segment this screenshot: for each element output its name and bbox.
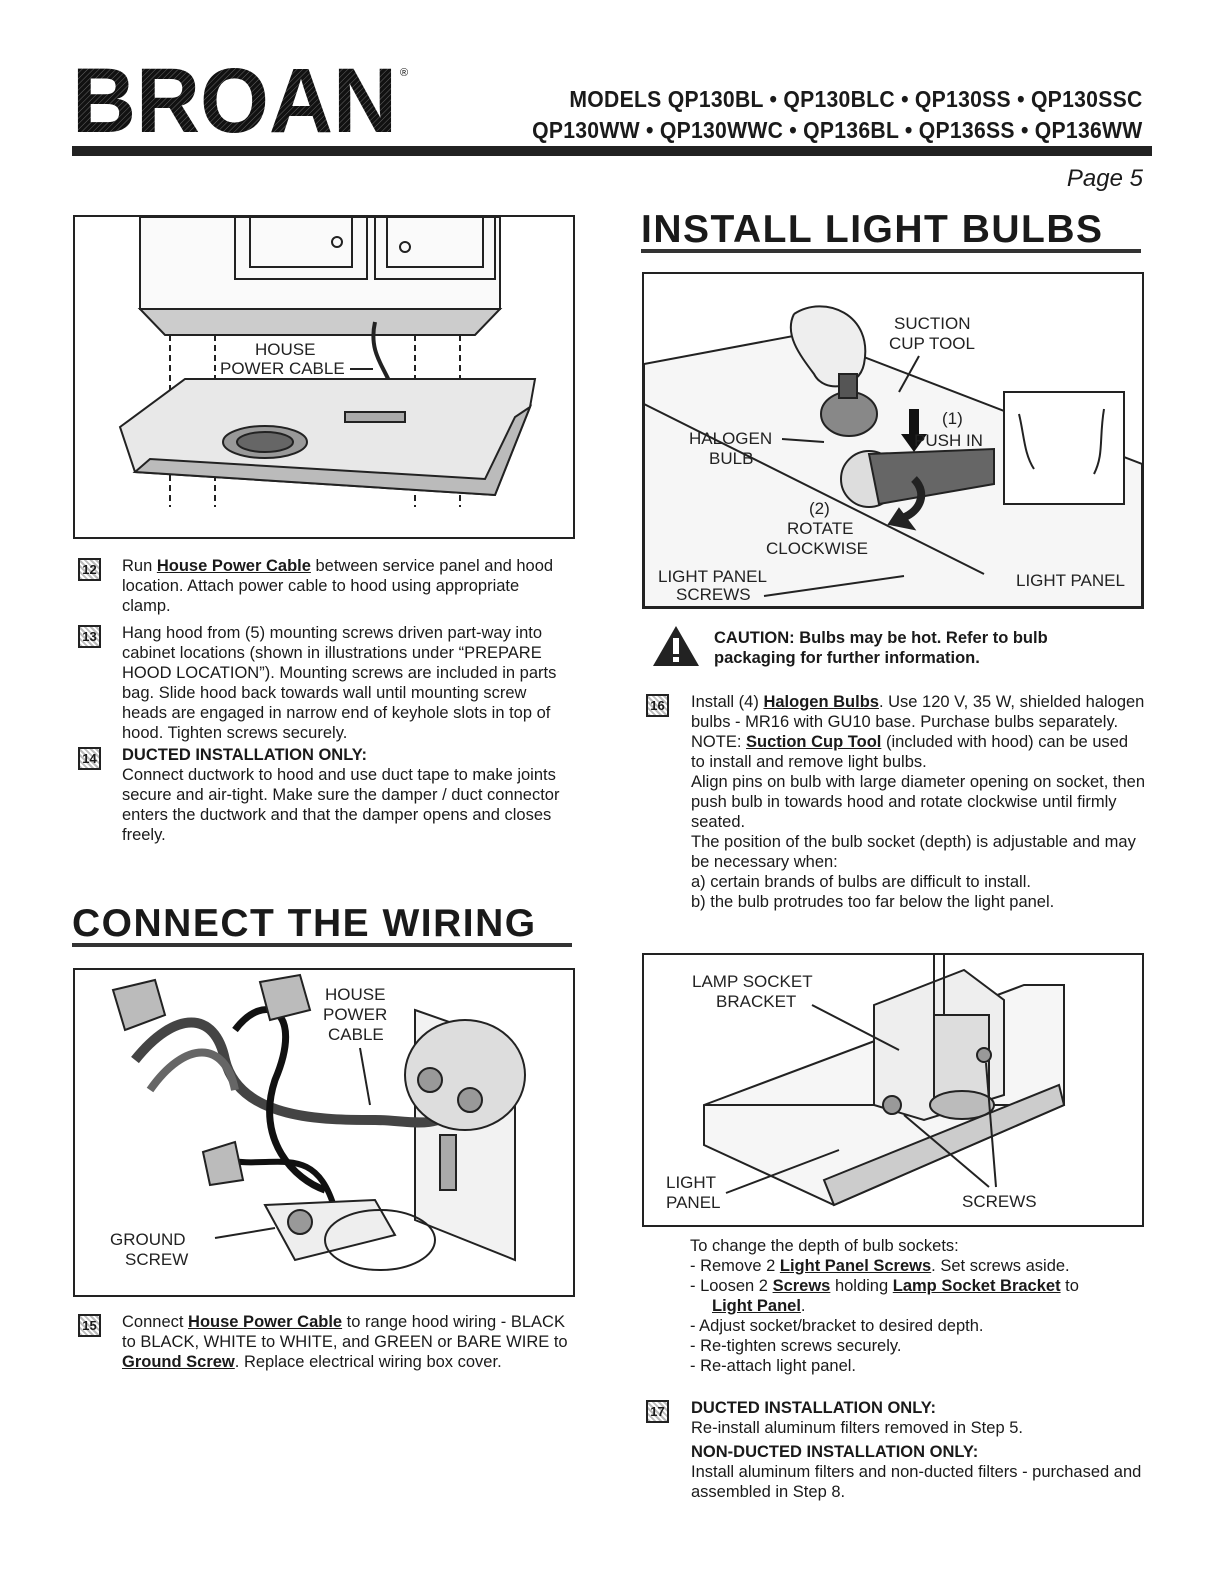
- label-bracket: BRACKET: [716, 992, 796, 1011]
- step-14: 14 DUCTED INSTALLATION ONLY: Connect duc…: [78, 745, 568, 845]
- lamp-socket-bracket-link: Lamp Socket Bracket: [892, 1277, 1061, 1295]
- caution-text: CAUTION: Bulbs may be hot. Refer to bulb…: [714, 629, 1048, 667]
- step-12: 12 Run House Power Cable between service…: [78, 556, 568, 616]
- step-number: 13: [78, 625, 101, 648]
- wiring-figure: HOUSE POWER CABLE GROUND SCREW: [73, 968, 575, 1297]
- label-rotate: ROTATE: [787, 519, 853, 538]
- label-power: POWER: [323, 1005, 387, 1024]
- step-17: 17 DUCTED INSTALLATION ONLY: Re-install …: [646, 1398, 1146, 1502]
- label-panel: PANEL: [666, 1193, 721, 1212]
- step-number: 15: [78, 1314, 101, 1337]
- broan-logo-text: BROAN: [72, 62, 397, 140]
- label-screws: SCREWS: [962, 1192, 1037, 1211]
- header-rule: [72, 146, 1152, 156]
- label-house: HOUSE: [325, 985, 385, 1004]
- section-title-wiring: CONNECT THE WIRING: [72, 902, 537, 945]
- label-push-in: PUSH IN: [914, 431, 983, 450]
- model-line-1: MODELS QP130BL • QP130BLC • QP130SS • QP…: [569, 86, 1143, 112]
- halogen-bulbs-link: Halogen Bulbs: [763, 693, 879, 711]
- socket-depth-instructions: To change the depth of bulb sockets: - R…: [690, 1237, 1079, 1375]
- lamp-socket-figure: LAMP SOCKET BRACKET LIGHT PANEL SCREWS: [642, 953, 1144, 1227]
- step-number: 16: [646, 694, 669, 717]
- section-rule-bulbs: [641, 249, 1141, 253]
- step-number: 17: [646, 1400, 669, 1423]
- section-rule-wiring: [72, 943, 572, 947]
- label-suction: SUCTION: [894, 314, 971, 333]
- step-15: 15 Connect House Power Cable to range ho…: [78, 1312, 568, 1372]
- label-cable: CABLE: [328, 1025, 384, 1044]
- label-screws: SCREWS: [676, 585, 751, 604]
- label-halogen: HALOGEN: [689, 429, 772, 448]
- label-light-panel-left: LIGHT PANEL: [658, 567, 767, 586]
- ground-screw-link: Ground Screw: [122, 1353, 235, 1371]
- label-step-1: (1): [942, 409, 963, 428]
- label-power-cable: POWER CABLE: [220, 359, 345, 378]
- ducted-heading: DUCTED INSTALLATION ONLY:: [122, 746, 368, 764]
- model-list: MODELS QP130BL • QP130BLC • QP130SS • QP…: [533, 84, 1143, 146]
- caution-icon: [653, 626, 699, 666]
- label-light: LIGHT: [666, 1173, 716, 1192]
- light-panel-link: Light Panel: [712, 1297, 801, 1315]
- suction-cup-tool-link: Suction Cup Tool: [746, 733, 882, 751]
- step-number: 14: [78, 747, 101, 770]
- label-clockwise: CLOCKWISE: [766, 539, 868, 558]
- step-13: 13 Hang hood from (5) mounting screws dr…: [78, 623, 568, 743]
- bulb-install-figure: SUCTION CUP TOOL (1) PUSH IN HALOGEN BUL…: [642, 272, 1144, 609]
- house-power-cable-link: House Power Cable: [156, 557, 311, 575]
- section-title-bulbs: INSTALL LIGHT BULBS: [641, 208, 1104, 251]
- step-number: 12: [78, 558, 101, 581]
- label-lamp-socket: LAMP SOCKET: [692, 972, 813, 991]
- light-panel-screws-link: Light Panel Screws: [779, 1257, 932, 1275]
- model-line-2: QP130WW • QP130WWC • QP136BL • QP136SS •…: [532, 117, 1143, 143]
- label-step-2: (2): [809, 499, 830, 518]
- hood-mounting-figure: HOUSE POWER CABLE: [73, 215, 575, 539]
- label-bulb: BULB: [709, 449, 753, 468]
- label-house: HOUSE: [255, 340, 315, 359]
- label-cup-tool: CUP TOOL: [889, 334, 975, 353]
- step-16: 16 Install (4) Halogen Bulbs. Use 120 V,…: [646, 692, 1146, 912]
- label-light-panel-right: LIGHT PANEL: [1016, 571, 1125, 590]
- label-ground: GROUND: [110, 1230, 186, 1249]
- label-screw: SCREW: [125, 1250, 188, 1269]
- screws-link: Screws: [772, 1277, 831, 1295]
- page-number: Page 5: [1066, 165, 1143, 192]
- svg-text:®: ®: [400, 67, 408, 79]
- house-power-cable-link: House Power Cable: [188, 1313, 343, 1331]
- broan-logo: BROAN ®: [72, 62, 408, 140]
